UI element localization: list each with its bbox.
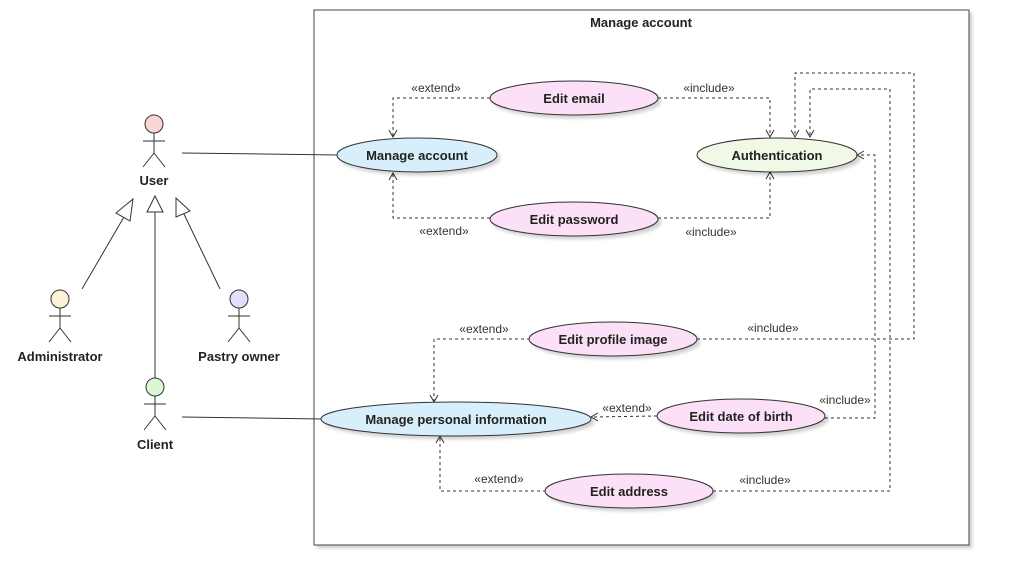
use-case-edit-profile-image[interactable]: Edit profile image [528,321,698,357]
use-case-manage-account[interactable]: Manage account [336,137,498,173]
extend-edit-date-of-birth [589,412,658,422]
label-include-edit-address: «include» [739,473,791,487]
associations [181,152,339,420]
use-case-manage-personal-information-shape[interactable] [320,401,592,437]
use-case-edit-address[interactable]: Edit address [544,473,714,509]
use-case-edit-email-label: Edit email [543,91,604,106]
label-extend-edit-profile-image: «extend» [459,322,509,336]
actor-client-left-leg [143,415,156,431]
use-case-authentication-shape[interactable] [696,137,858,173]
actor-client[interactable]: Client [137,377,174,452]
actor-user[interactable]: User [140,114,169,188]
actor-administrator-right-leg [59,327,72,343]
generalization-head-client [146,194,164,213]
extend-edit-email [388,97,490,139]
label-include-edit-date-of-birth: «include» [819,393,871,407]
actor-pastry-owner[interactable]: Pastry owner [198,289,280,364]
use-case-authentication[interactable]: Authentication [696,137,858,173]
use-case-edit-date-of-birth-shape[interactable] [656,398,826,434]
dependencies [388,72,915,492]
actor-administrator-left-leg [48,327,61,343]
use-case-edit-password-shape[interactable] [489,201,659,237]
actor-pastry-owner-left-leg [227,327,240,343]
actor-client-right-leg [154,415,167,431]
use-case-manage-personal-information-label: Manage personal information [365,412,546,427]
use-case-edit-date-of-birth-label: Edit date of birth [689,409,792,424]
use-case-manage-account-shape[interactable] [336,137,498,173]
generalization-pastry-owner-user [181,209,221,290]
actor-administrator-head [50,289,70,309]
label-include-edit-password: «include» [685,225,737,239]
actor-user-right-leg [153,152,166,168]
use-cases: Manage account Edit email Authentication… [320,80,858,509]
extend-edit-profile-image [429,338,530,404]
association-user-manage-account [181,152,339,156]
use-case-edit-address-label: Edit address [590,484,668,499]
use-case-manage-personal-information[interactable]: Manage personal information [320,401,592,437]
use-case-edit-address-shape[interactable] [544,473,714,509]
actor-administrator-label: Administrator [17,349,102,364]
actor-client-label: Client [137,437,174,452]
generalization-head-administrator [115,197,134,222]
use-case-edit-password-label: Edit password [530,212,619,227]
actor-administrator[interactable]: Administrator [17,289,103,364]
include-edit-profile-image [697,72,915,340]
actor-pastry-owner-head [229,289,249,309]
use-case-edit-password[interactable]: Edit password [489,201,659,237]
association-client-manage-personal-information [181,416,323,420]
generalization-head-pastry-owner [175,196,191,218]
label-extend-edit-password: «extend» [419,224,469,238]
include-edit-address [713,88,891,492]
use-case-manage-account-label: Manage account [366,148,469,163]
stereotype-labels: «extend» «extend» «include» «include» «e… [411,81,871,487]
use-case-edit-date-of-birth[interactable]: Edit date of birth [656,398,826,434]
actor-user-left-leg [142,152,155,168]
extend-edit-password [388,171,490,219]
generalizations [81,194,221,378]
use-case-edit-email-shape[interactable] [489,80,659,116]
actor-client-head [145,377,165,397]
actor-user-label: User [140,173,169,188]
include-edit-date-of-birth [825,150,876,419]
use-case-edit-profile-image-shape[interactable] [528,321,698,357]
label-include-edit-profile-image: «include» [747,321,799,335]
use-case-edit-profile-image-label: Edit profile image [558,332,667,347]
actor-pastry-owner-right-leg [238,327,251,343]
actor-user-head [144,114,164,134]
include-edit-password [658,170,775,219]
actor-pastry-owner-label: Pastry owner [198,349,280,364]
use-case-authentication-label: Authentication [732,148,823,163]
generalization-administrator-user [81,209,129,290]
label-extend-edit-address: «extend» [474,472,524,486]
label-extend-edit-email: «extend» [411,81,461,95]
use-case-edit-email[interactable]: Edit email [489,80,659,116]
actors: User Administrator Pastry owner Client [17,114,280,452]
system-title: Manage account [590,15,693,30]
label-include-edit-email: «include» [683,81,735,95]
include-edit-email [658,97,775,139]
label-extend-edit-date-of-birth: «extend» [602,401,652,415]
